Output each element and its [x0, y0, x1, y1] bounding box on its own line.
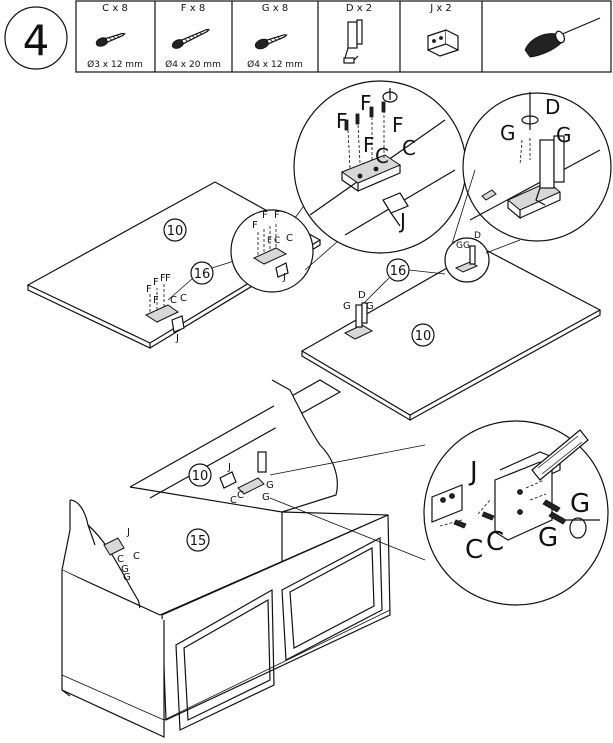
svg-text:C: C — [133, 551, 140, 562]
svg-text:J: J — [227, 462, 231, 473]
right-board-10: 10 16 G D G G G D — [300, 169, 602, 422]
detail-callout-small-right: G G D — [444, 231, 490, 283]
svg-text:C: C — [237, 490, 244, 501]
svg-text:G: G — [123, 572, 131, 583]
detail-callout-screws: F F F F C C J — [293, 80, 467, 254]
svg-text:F: F — [336, 109, 348, 133]
svg-text:G: G — [570, 489, 590, 519]
screw-icon — [254, 34, 288, 50]
svg-text:Ø4 x 12 mm: Ø4 x 12 mm — [247, 59, 303, 70]
part-cell-d: D x 2 — [343, 3, 372, 64]
detail-callout-small: F F F F C C J — [230, 209, 314, 293]
part-cell-g: G x 8 Ø4 x 12 mm — [247, 3, 303, 70]
detail-callout-lid-stay: G D G — [462, 92, 612, 242]
svg-text:G: G — [556, 123, 572, 147]
parts-table: C x 8 Ø3 x 12 mm F x 8 Ø4 x 20 mm G x 8 — [75, 0, 612, 73]
svg-text:F: F — [392, 113, 404, 137]
svg-text:C: C — [274, 236, 280, 246]
svg-text:C: C — [465, 535, 483, 565]
svg-text:16: 16 — [390, 264, 407, 279]
svg-text:C: C — [180, 293, 187, 304]
part-cell-f: F x 8 Ø4 x 20 mm — [165, 3, 221, 70]
svg-text:J: J — [126, 527, 130, 538]
svg-text:F: F — [262, 210, 268, 221]
long-screw-icon — [171, 28, 211, 49]
wood-screw-icon — [95, 32, 126, 47]
svg-text:G: G — [366, 301, 374, 312]
svg-text:F: F — [252, 220, 258, 231]
svg-text:F: F — [153, 295, 159, 306]
hinge-icon — [427, 29, 459, 57]
svg-text:C: C — [117, 554, 124, 565]
left-board-10: 10 16 F F F F F C C J — [26, 169, 346, 349]
lid-stay-icon — [343, 19, 363, 64]
svg-text:J x 2: J x 2 — [429, 3, 452, 14]
svg-text:D: D — [474, 231, 481, 241]
svg-text:G: G — [262, 492, 270, 503]
svg-text:F: F — [274, 210, 280, 221]
part-code: C x 8 — [102, 3, 128, 14]
part-size: Ø3 x 12 mm — [87, 59, 143, 70]
svg-text:G: G — [266, 480, 274, 491]
svg-text:10: 10 — [415, 329, 432, 344]
svg-text:G: G — [463, 241, 470, 251]
svg-text:C: C — [230, 495, 237, 506]
svg-text:C: C — [286, 233, 293, 244]
svg-text:F: F — [363, 133, 375, 157]
chest-hinge-right: J C C G G — [219, 451, 274, 506]
part-cell-c: C x 8 Ø3 x 12 mm — [87, 3, 143, 70]
svg-text:G: G — [121, 564, 129, 575]
svg-text:F: F — [153, 277, 159, 288]
panel-label-16: 16 — [194, 267, 211, 282]
svg-text:G: G — [343, 301, 351, 312]
svg-text:C: C — [375, 144, 389, 168]
svg-text:G: G — [538, 523, 558, 553]
svg-text:F: F — [160, 273, 166, 284]
svg-text:J: J — [398, 209, 406, 233]
svg-text:F: F — [267, 236, 272, 246]
svg-text:D x 2: D x 2 — [346, 3, 372, 14]
svg-text:G x 8: G x 8 — [262, 3, 288, 14]
detail-callout-hinge: J C C G G — [423, 420, 609, 606]
svg-text:F x 8: F x 8 — [181, 3, 205, 14]
svg-text:D: D — [358, 290, 366, 301]
part-cell-j: J x 2 — [427, 3, 459, 57]
panel-label-15: 15 — [190, 534, 207, 549]
svg-text:C: C — [402, 136, 416, 160]
lid-stay-bracket: G D G — [343, 290, 374, 340]
svg-text:G: G — [456, 241, 463, 251]
svg-text:F: F — [146, 284, 152, 295]
svg-text:J: J — [282, 272, 286, 283]
hinge-block: F F F F F C C J — [144, 273, 187, 344]
chest-hinge-left: J C C G G — [103, 527, 140, 583]
storage-chest: 15 10 J C C G G J C C G G — [61, 379, 426, 738]
svg-text:C: C — [170, 295, 177, 306]
svg-text:D: D — [545, 95, 560, 119]
svg-text:J: J — [468, 457, 478, 487]
svg-text:J: J — [175, 333, 179, 344]
panel-label-10: 10 — [167, 224, 184, 239]
svg-text:Ø4 x 20 mm: Ø4 x 20 mm — [165, 59, 221, 70]
screwdriver-icon — [524, 17, 601, 58]
svg-text:F: F — [360, 91, 372, 115]
svg-text:10: 10 — [192, 469, 209, 484]
step-number: 4 — [23, 16, 50, 65]
step-badge: 4 — [4, 6, 68, 70]
svg-text:C: C — [486, 527, 504, 557]
svg-text:G: G — [500, 121, 516, 145]
svg-text:F: F — [165, 273, 171, 284]
